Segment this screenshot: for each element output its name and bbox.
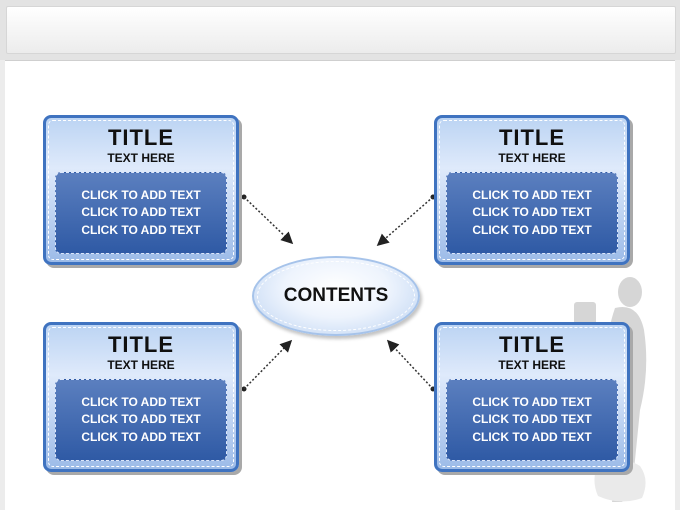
slide-top-frame (0, 0, 680, 61)
card-text-line: CLICK TO ADD TEXT (472, 187, 592, 202)
card-text-box[interactable]: CLICK TO ADD TEXT CLICK TO ADD TEXT CLIC… (446, 379, 618, 461)
connector-bottom-right (386, 339, 436, 392)
card-text-line: CLICK TO ADD TEXT (81, 222, 201, 237)
card-title: TITLE (107, 125, 175, 150)
connector-top-left (241, 194, 294, 245)
title-card-top-left[interactable]: TITLE TEXT HERE CLICK TO ADD TEXT CLICK … (43, 115, 239, 265)
card-title: TITLE (498, 125, 566, 150)
card-text-line: CLICK TO ADD TEXT (81, 187, 201, 202)
title-card-bottom-right[interactable]: TITLE TEXT HERE CLICK TO ADD TEXT CLICK … (434, 322, 630, 472)
card-text-box[interactable]: CLICK TO ADD TEXT CLICK TO ADD TEXT CLIC… (55, 379, 227, 461)
contents-hub-oval[interactable]: CONTENTS (252, 256, 420, 336)
card-subtitle: TEXT HERE (498, 358, 566, 372)
card-text-line: CLICK TO ADD TEXT (81, 205, 201, 220)
card-subtitle: TEXT HERE (107, 151, 175, 165)
card-text-line: CLICK TO ADD TEXT (81, 412, 201, 427)
card-text-box[interactable]: CLICK TO ADD TEXT CLICK TO ADD TEXT CLIC… (446, 172, 618, 254)
card-text-line: CLICK TO ADD TEXT (472, 412, 592, 427)
card-text-line: CLICK TO ADD TEXT (472, 205, 592, 220)
card-subtitle: TEXT HERE (498, 151, 566, 165)
card-text-line: CLICK TO ADD TEXT (472, 222, 592, 237)
slide-right-frame (675, 60, 680, 510)
title-card-bottom-left[interactable]: TITLE TEXT HERE CLICK TO ADD TEXT CLICK … (43, 322, 239, 472)
card-subtitle: TEXT HERE (107, 358, 175, 372)
card-text-line: CLICK TO ADD TEXT (472, 394, 592, 409)
card-text-line: CLICK TO ADD TEXT (472, 429, 592, 444)
contents-label: CONTENTS (283, 285, 389, 306)
card-title: TITLE (107, 332, 175, 357)
card-text-box[interactable]: CLICK TO ADD TEXT CLICK TO ADD TEXT CLIC… (55, 172, 227, 254)
slide-left-frame (0, 60, 5, 510)
connector-bottom-left (241, 339, 293, 392)
slide-title-placeholder[interactable] (6, 6, 676, 54)
card-text-line: CLICK TO ADD TEXT (81, 429, 201, 444)
title-card-top-right[interactable]: TITLE TEXT HERE CLICK TO ADD TEXT CLICK … (434, 115, 630, 265)
card-text-line: CLICK TO ADD TEXT (81, 394, 201, 409)
connector-top-right (376, 194, 436, 246)
card-title: TITLE (498, 332, 566, 357)
